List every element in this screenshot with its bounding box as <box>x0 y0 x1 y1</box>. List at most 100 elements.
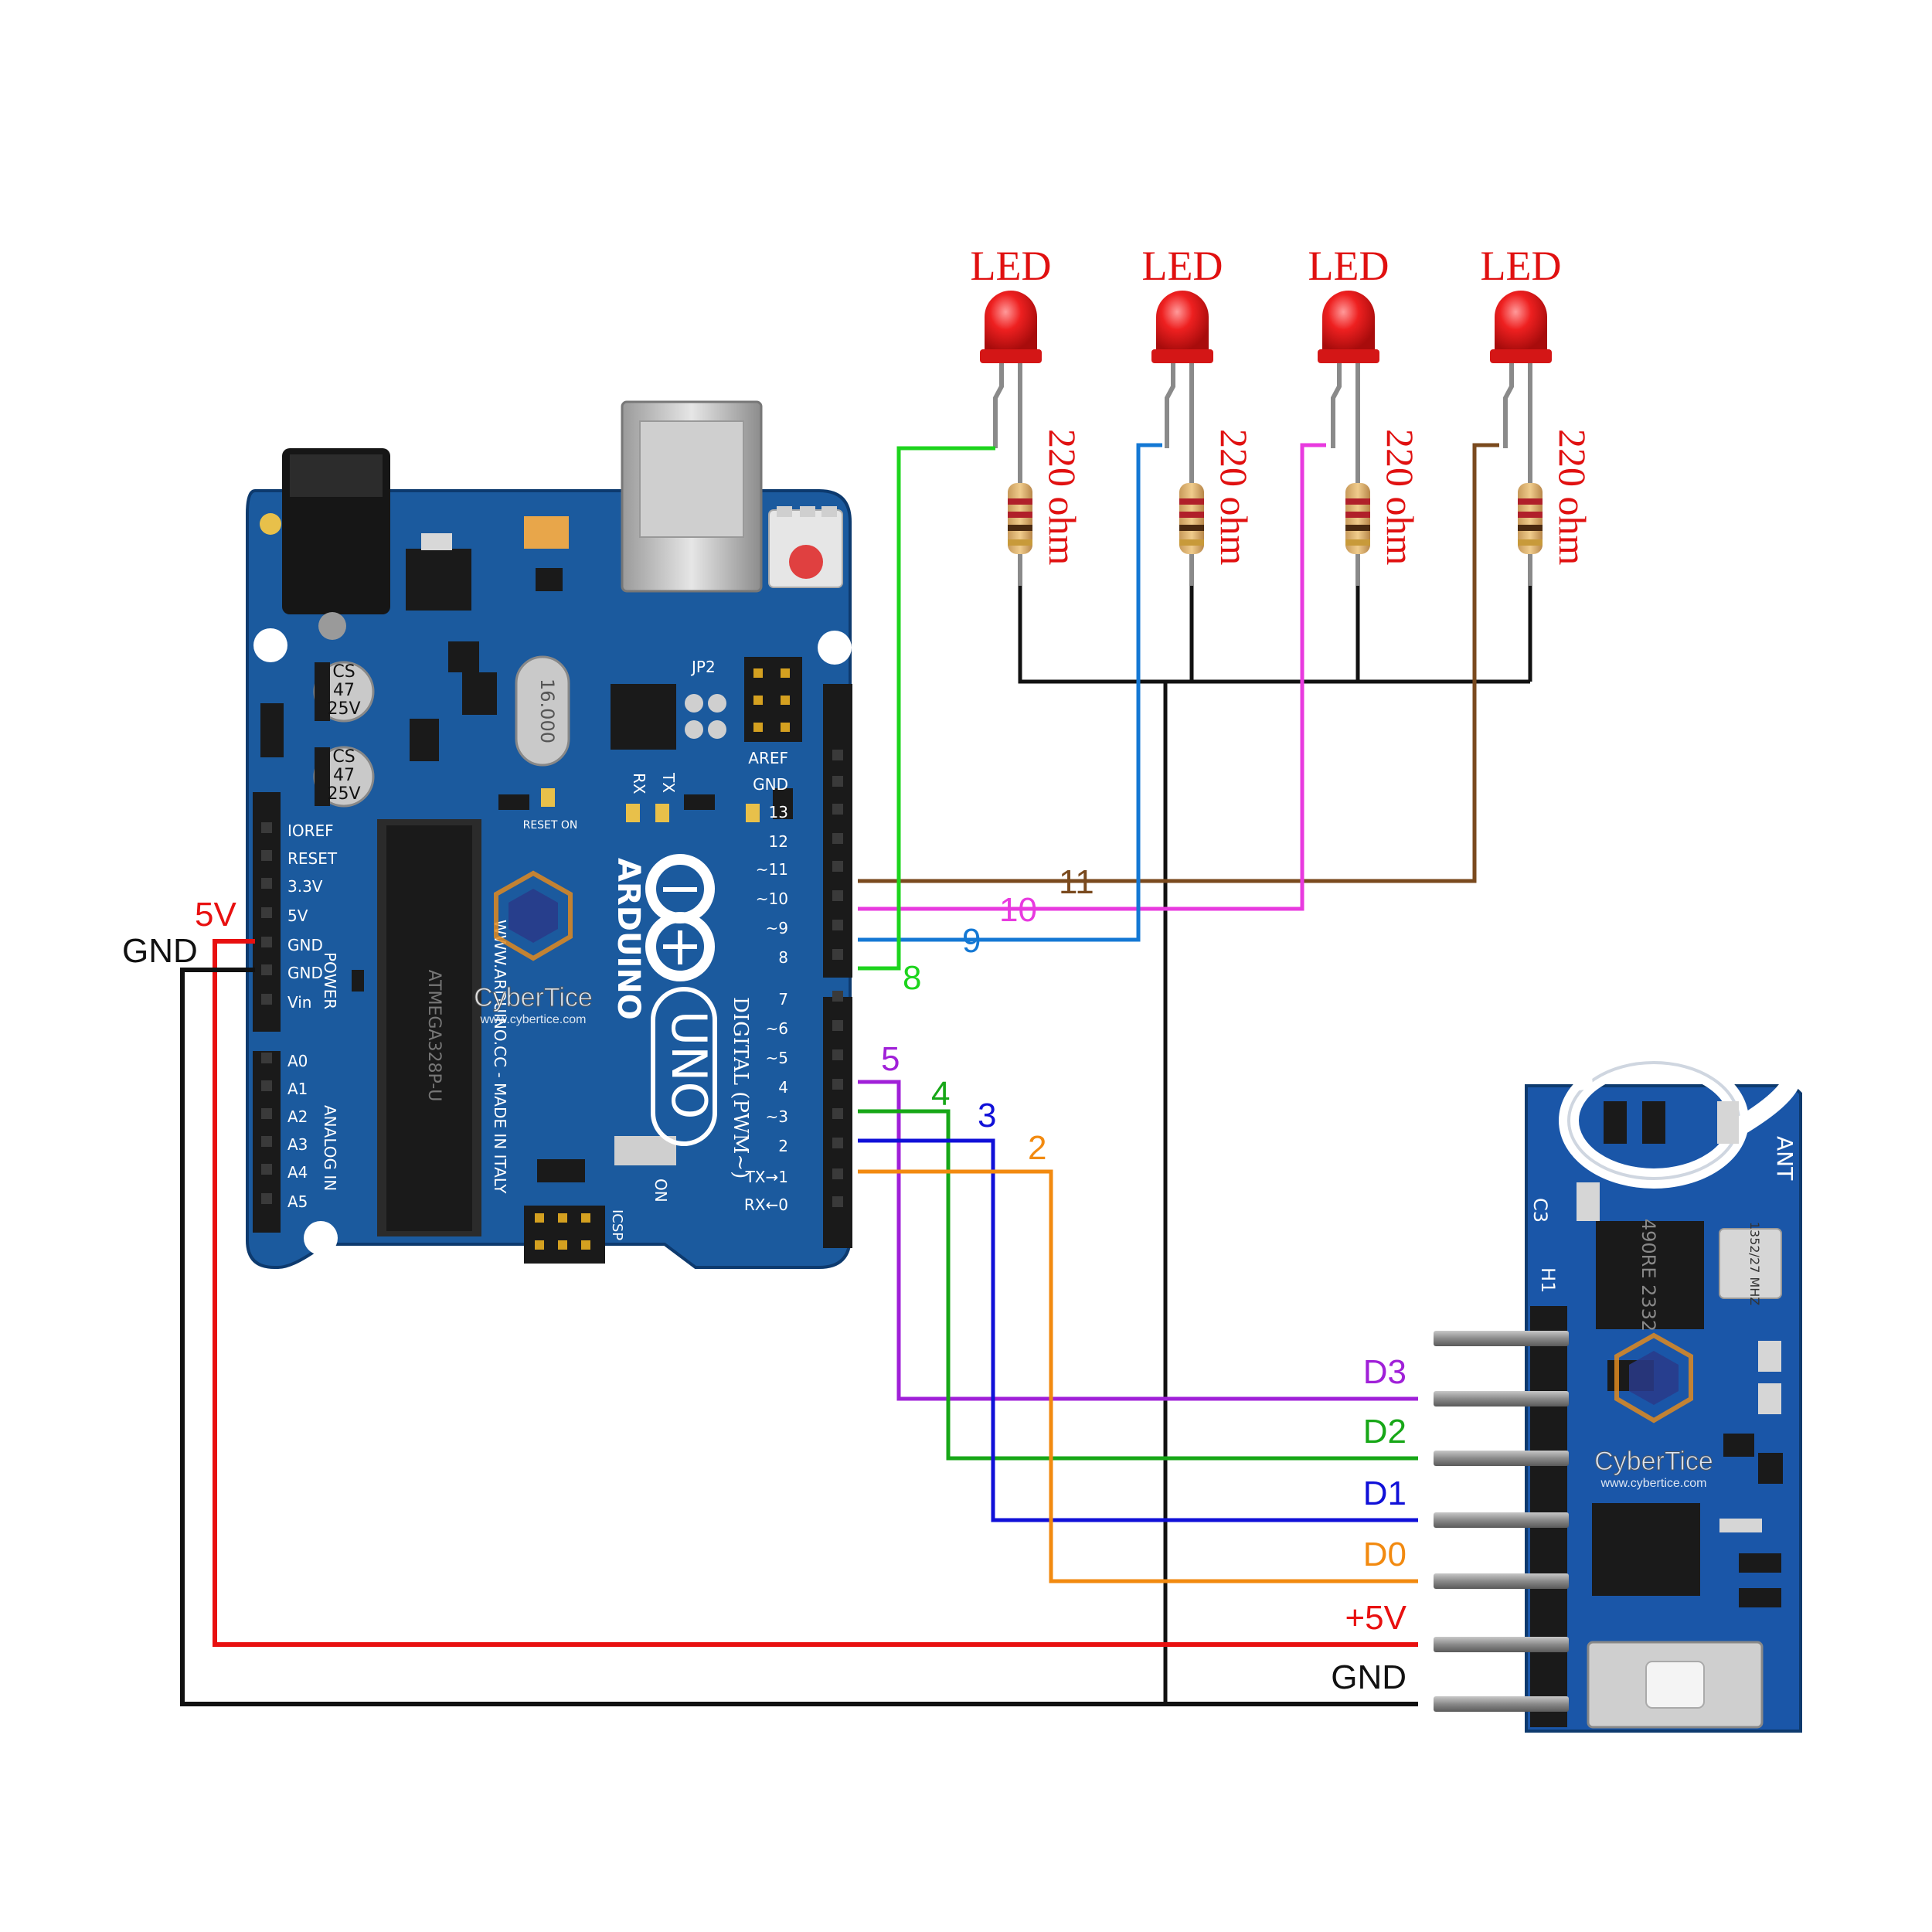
capacitor: CS 47 25V <box>313 746 375 808</box>
led-body <box>985 291 1037 352</box>
icsp2-pins <box>753 668 790 732</box>
dc-power-jack-base <box>318 612 346 640</box>
resistor-band <box>1345 525 1370 531</box>
led-body <box>1322 291 1375 352</box>
wire-pin3 <box>858 1138 1418 1522</box>
led-body <box>1156 291 1209 352</box>
label-gnd: GND <box>122 932 198 970</box>
analog-pin-label: A3 <box>287 1135 308 1154</box>
led-gnd-bus <box>1018 586 1532 1704</box>
watermark-url: www.cybertice.com <box>1600 1477 1707 1490</box>
digital-pin-label: RX←0 <box>744 1196 788 1214</box>
smd-component <box>1723 1434 1754 1457</box>
power-pin-label: 3.3V <box>287 877 323 896</box>
resistor-label: 220 ohm <box>1041 429 1084 566</box>
reset-smd <box>777 506 792 517</box>
digital-pin-label: AREF <box>748 749 788 767</box>
label-pin8: 8 <box>903 959 921 997</box>
receiver-header-pin <box>1434 1573 1569 1589</box>
led-body <box>1495 291 1547 352</box>
atmega-chip <box>386 825 472 1231</box>
analog-pin-label: A0 <box>287 1052 308 1070</box>
resistor-band <box>1345 498 1370 505</box>
receiver-pin-label: GND <box>1331 1658 1406 1696</box>
analog-header-label: ANALOG IN <box>321 1105 339 1191</box>
digital-pin-label: TX→1 <box>745 1168 788 1186</box>
polyfuse <box>524 516 569 549</box>
reset-button[interactable] <box>789 545 823 579</box>
header-pin-socket <box>261 994 272 1005</box>
crystal <box>515 655 570 767</box>
power-pin-label: GND <box>287 936 323 954</box>
receiver-pin-label: D3 <box>1363 1353 1406 1391</box>
led-rim <box>1490 349 1552 363</box>
header-pin-socket <box>261 1164 272 1175</box>
uno-badge <box>651 987 717 1146</box>
header-pin-socket <box>832 861 843 872</box>
header-pin-socket <box>832 1138 843 1148</box>
digital-pin-label: ~11 <box>756 860 788 879</box>
wire-pin2 <box>858 1169 1418 1583</box>
wire-pin5 <box>858 1080 1418 1401</box>
header-pin-socket <box>261 1193 272 1204</box>
reset-on-label: RESET ON <box>523 819 578 832</box>
wire-pin9 <box>858 443 1162 942</box>
arduino-uno-board: CS 47 25V CS 47 25V 16.000 JP2 <box>246 400 852 1269</box>
receiver-header-pin <box>1434 1391 1569 1406</box>
ant-label: ANT <box>1772 1136 1798 1181</box>
icsp2-header <box>744 657 802 742</box>
digital-pin-label: ~9 <box>766 919 788 937</box>
watermark-brand: CyberTice <box>1594 1447 1713 1476</box>
wire-gnd <box>180 968 1418 1706</box>
learn-button[interactable] <box>1645 1661 1705 1709</box>
mount-hole <box>304 1221 338 1255</box>
capacitor: CS 47 25V <box>313 661 375 723</box>
label-pin2: 2 <box>1028 1129 1046 1167</box>
saw-resonator <box>1719 1228 1782 1299</box>
resistor-band <box>1008 498 1032 505</box>
header-pin-socket <box>832 991 843 1002</box>
analog-pin-label: A4 <box>287 1163 308 1182</box>
wire-5v <box>213 939 1418 1647</box>
rf-chip-label: 490RE 2332 <box>1638 1219 1659 1332</box>
smd-resistor <box>773 788 793 819</box>
header-pin-socket <box>261 1080 272 1091</box>
voltage-regulator <box>406 549 471 611</box>
mount-hole <box>818 631 852 665</box>
resistor-band <box>1518 539 1543 546</box>
regulator-tab <box>421 533 452 550</box>
cap-text-3: 25V <box>327 699 360 719</box>
header-pin-socket <box>832 1168 843 1179</box>
receiver-pin-label: D1 <box>1363 1475 1406 1512</box>
infinity-logo-right <box>645 912 715 981</box>
resistor-band <box>1179 498 1204 505</box>
watermark-arduino: CyberTice www.cybertice.com <box>474 870 593 1026</box>
header-pin-socket <box>832 949 843 960</box>
saw-label: 1352/27 MHZ <box>1747 1222 1762 1305</box>
digital-header-bottom <box>823 997 852 1248</box>
smd-component <box>1758 1341 1781 1372</box>
led-rim <box>980 349 1042 363</box>
digital-pin-label: 7 <box>778 990 788 1009</box>
power-header-label: POWER <box>321 952 339 1009</box>
digital-header-top <box>823 684 852 978</box>
smd-component <box>614 1136 676 1165</box>
smd-component <box>1719 1519 1762 1532</box>
smd-component <box>352 970 364 992</box>
cap-text-1: CS <box>332 662 355 682</box>
digital-pin-label: ~5 <box>766 1049 788 1067</box>
resistor-band <box>1345 539 1370 546</box>
receiver-header-pin <box>1434 1331 1569 1346</box>
led-label: LED <box>1308 243 1389 289</box>
led-label: LED <box>1142 243 1223 289</box>
smd-component <box>1604 1101 1627 1144</box>
on-led <box>541 788 555 807</box>
receiver-header-pin <box>1434 1637 1569 1652</box>
power-pin-label: 5V <box>287 906 308 925</box>
digital-pin-label: 4 <box>778 1078 788 1097</box>
header-pin-socket <box>261 964 272 975</box>
watermark-brand: CyberTice <box>474 983 593 1012</box>
power-pin-label: GND <box>287 964 323 982</box>
